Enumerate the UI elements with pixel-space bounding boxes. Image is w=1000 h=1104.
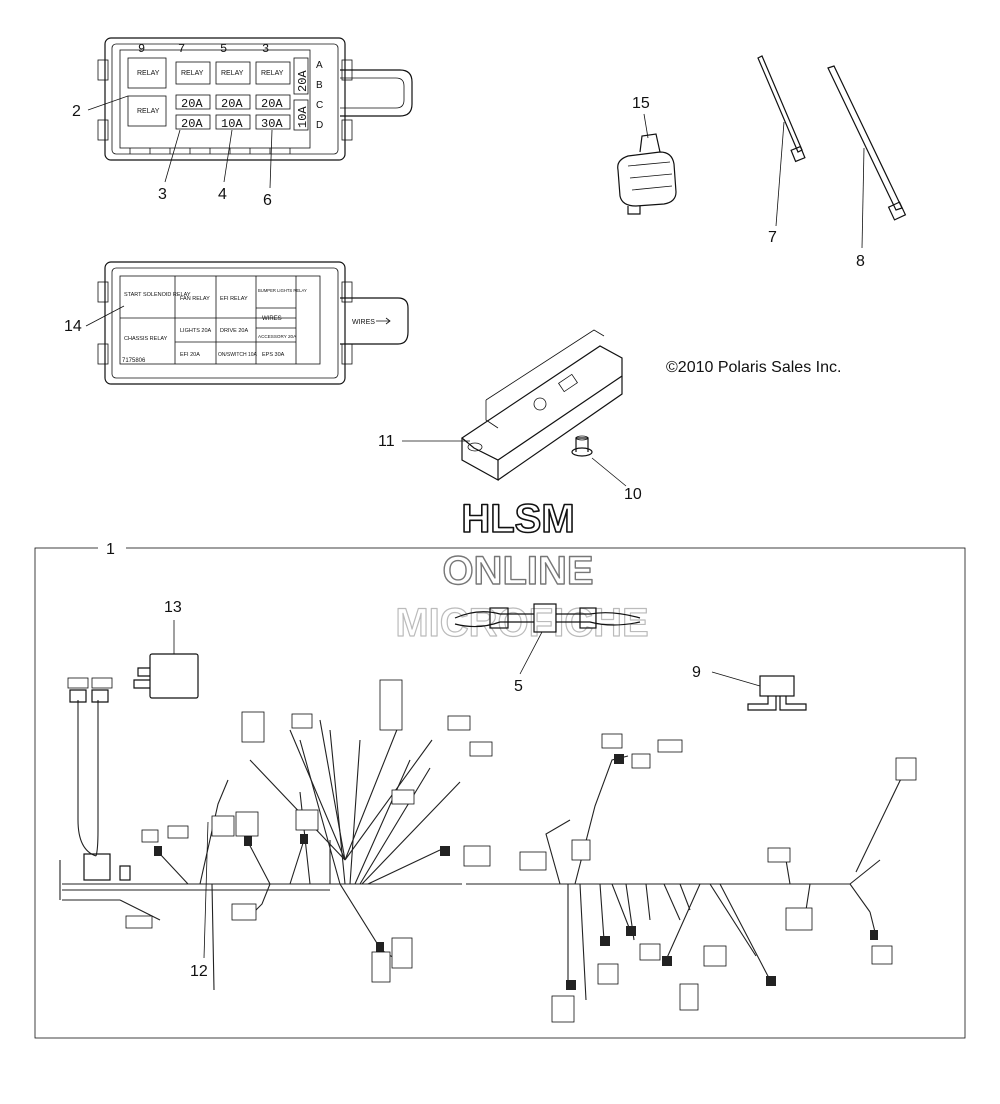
relay-13 [133,653,199,699]
relay-label-1: RELAY [137,70,160,77]
row-letter-b: B [316,80,323,91]
component-9 [747,675,807,711]
cable-tie-8 [827,65,907,221]
harness-kit-frame [34,547,966,1039]
callout-11: 11 [378,433,395,450]
watermark-line-2: ONLINE [442,549,593,593]
watermark-line-1: HLSM [461,497,574,541]
decal-accessory-20a: ACCESSORY 20A [258,334,297,339]
decal-onswitch-10a: ON/SWITCH 10A [218,352,258,358]
decal-efi-relay: EFI RELAY [220,296,248,302]
row-letter-c: C [316,100,323,111]
fuse-col-9: 9 [138,42,145,56]
decal-chassis-relay: CHASSIS RELAY [124,336,168,342]
relay-label-3: RELAY [221,70,244,77]
main-wire-harness [59,677,917,1023]
callout-14: 14 [64,318,82,335]
copyright-notice: ©2010 Polaris Sales Inc. [666,359,841,376]
decal-wires-label: WIRES [262,316,282,322]
side-fuse-20a: 20A [296,70,310,92]
decal-bumper-lights-relay: BUMPER LIGHTS RELAY [258,288,307,293]
callout-4: 4 [218,186,227,203]
row-letter-a: A [316,60,323,71]
callout-5: 5 [514,678,523,695]
fuse-col-3: 3 [262,42,269,56]
watermark: HLSM ONLINE MICROFICHE [395,496,650,645]
fuse-box-bracket [460,329,623,482]
callout-15: 15 [632,95,650,112]
decal-efi-20a: EFI 20A [180,352,200,358]
relay-label-4: RELAY [261,70,284,77]
connector-15 [617,133,677,215]
fuse-20a-1: 20A [181,97,203,111]
callout-8: 8 [856,253,865,270]
fuse-20a-3: 20A [261,97,283,111]
relay-label-5: RELAY [137,108,160,115]
decal-fan-relay: FAN RELAY [180,296,210,302]
fuse-col-7: 7 [178,42,185,56]
decal-wires-arrow-label: WIRES [352,319,375,326]
fuse-10a: 10A [221,117,243,131]
callout-10: 10 [624,486,642,503]
callout-6: 6 [263,192,272,209]
callout-13: 13 [164,599,182,616]
inline-fuse-holder-5 [454,603,641,633]
fuse-20a-4: 20A [181,117,203,131]
cable-tie-7 [757,55,806,163]
fuse-box: 9 7 5 3 RELAY RELAY RELAY RELAY RELAY 20… [97,37,413,161]
fuse-20a-2: 20A [221,97,243,111]
fuse-box-cover-label: START SOLENOID RELAY FAN RELAY EFI RELAY… [97,261,409,385]
row-letter-d: D [316,120,323,131]
callout-2: 2 [72,103,81,120]
callout-7: 7 [768,229,777,246]
decal-lights-20a: LIGHTS 20A [180,328,212,334]
callout-9: 9 [692,664,701,681]
callout-3: 3 [158,186,167,203]
decal-part-number: 7175806 [122,358,146,364]
callout-1: 1 [106,541,115,558]
watermark-line-3: MICROFICHE [395,601,648,645]
callout-12: 12 [190,963,208,980]
decal-start-solenoid-relay: START SOLENOID RELAY [124,292,191,298]
fuse-30a: 30A [261,117,283,131]
decal-eps-30a: EPS 30A [262,352,285,358]
side-fuse-10a: 10A [296,106,310,128]
decal-drive-20a: DRIVE 20A [220,328,248,334]
push-rivet-10 [571,435,593,457]
fuse-col-5: 5 [220,42,227,56]
relay-label-2: RELAY [181,70,204,77]
